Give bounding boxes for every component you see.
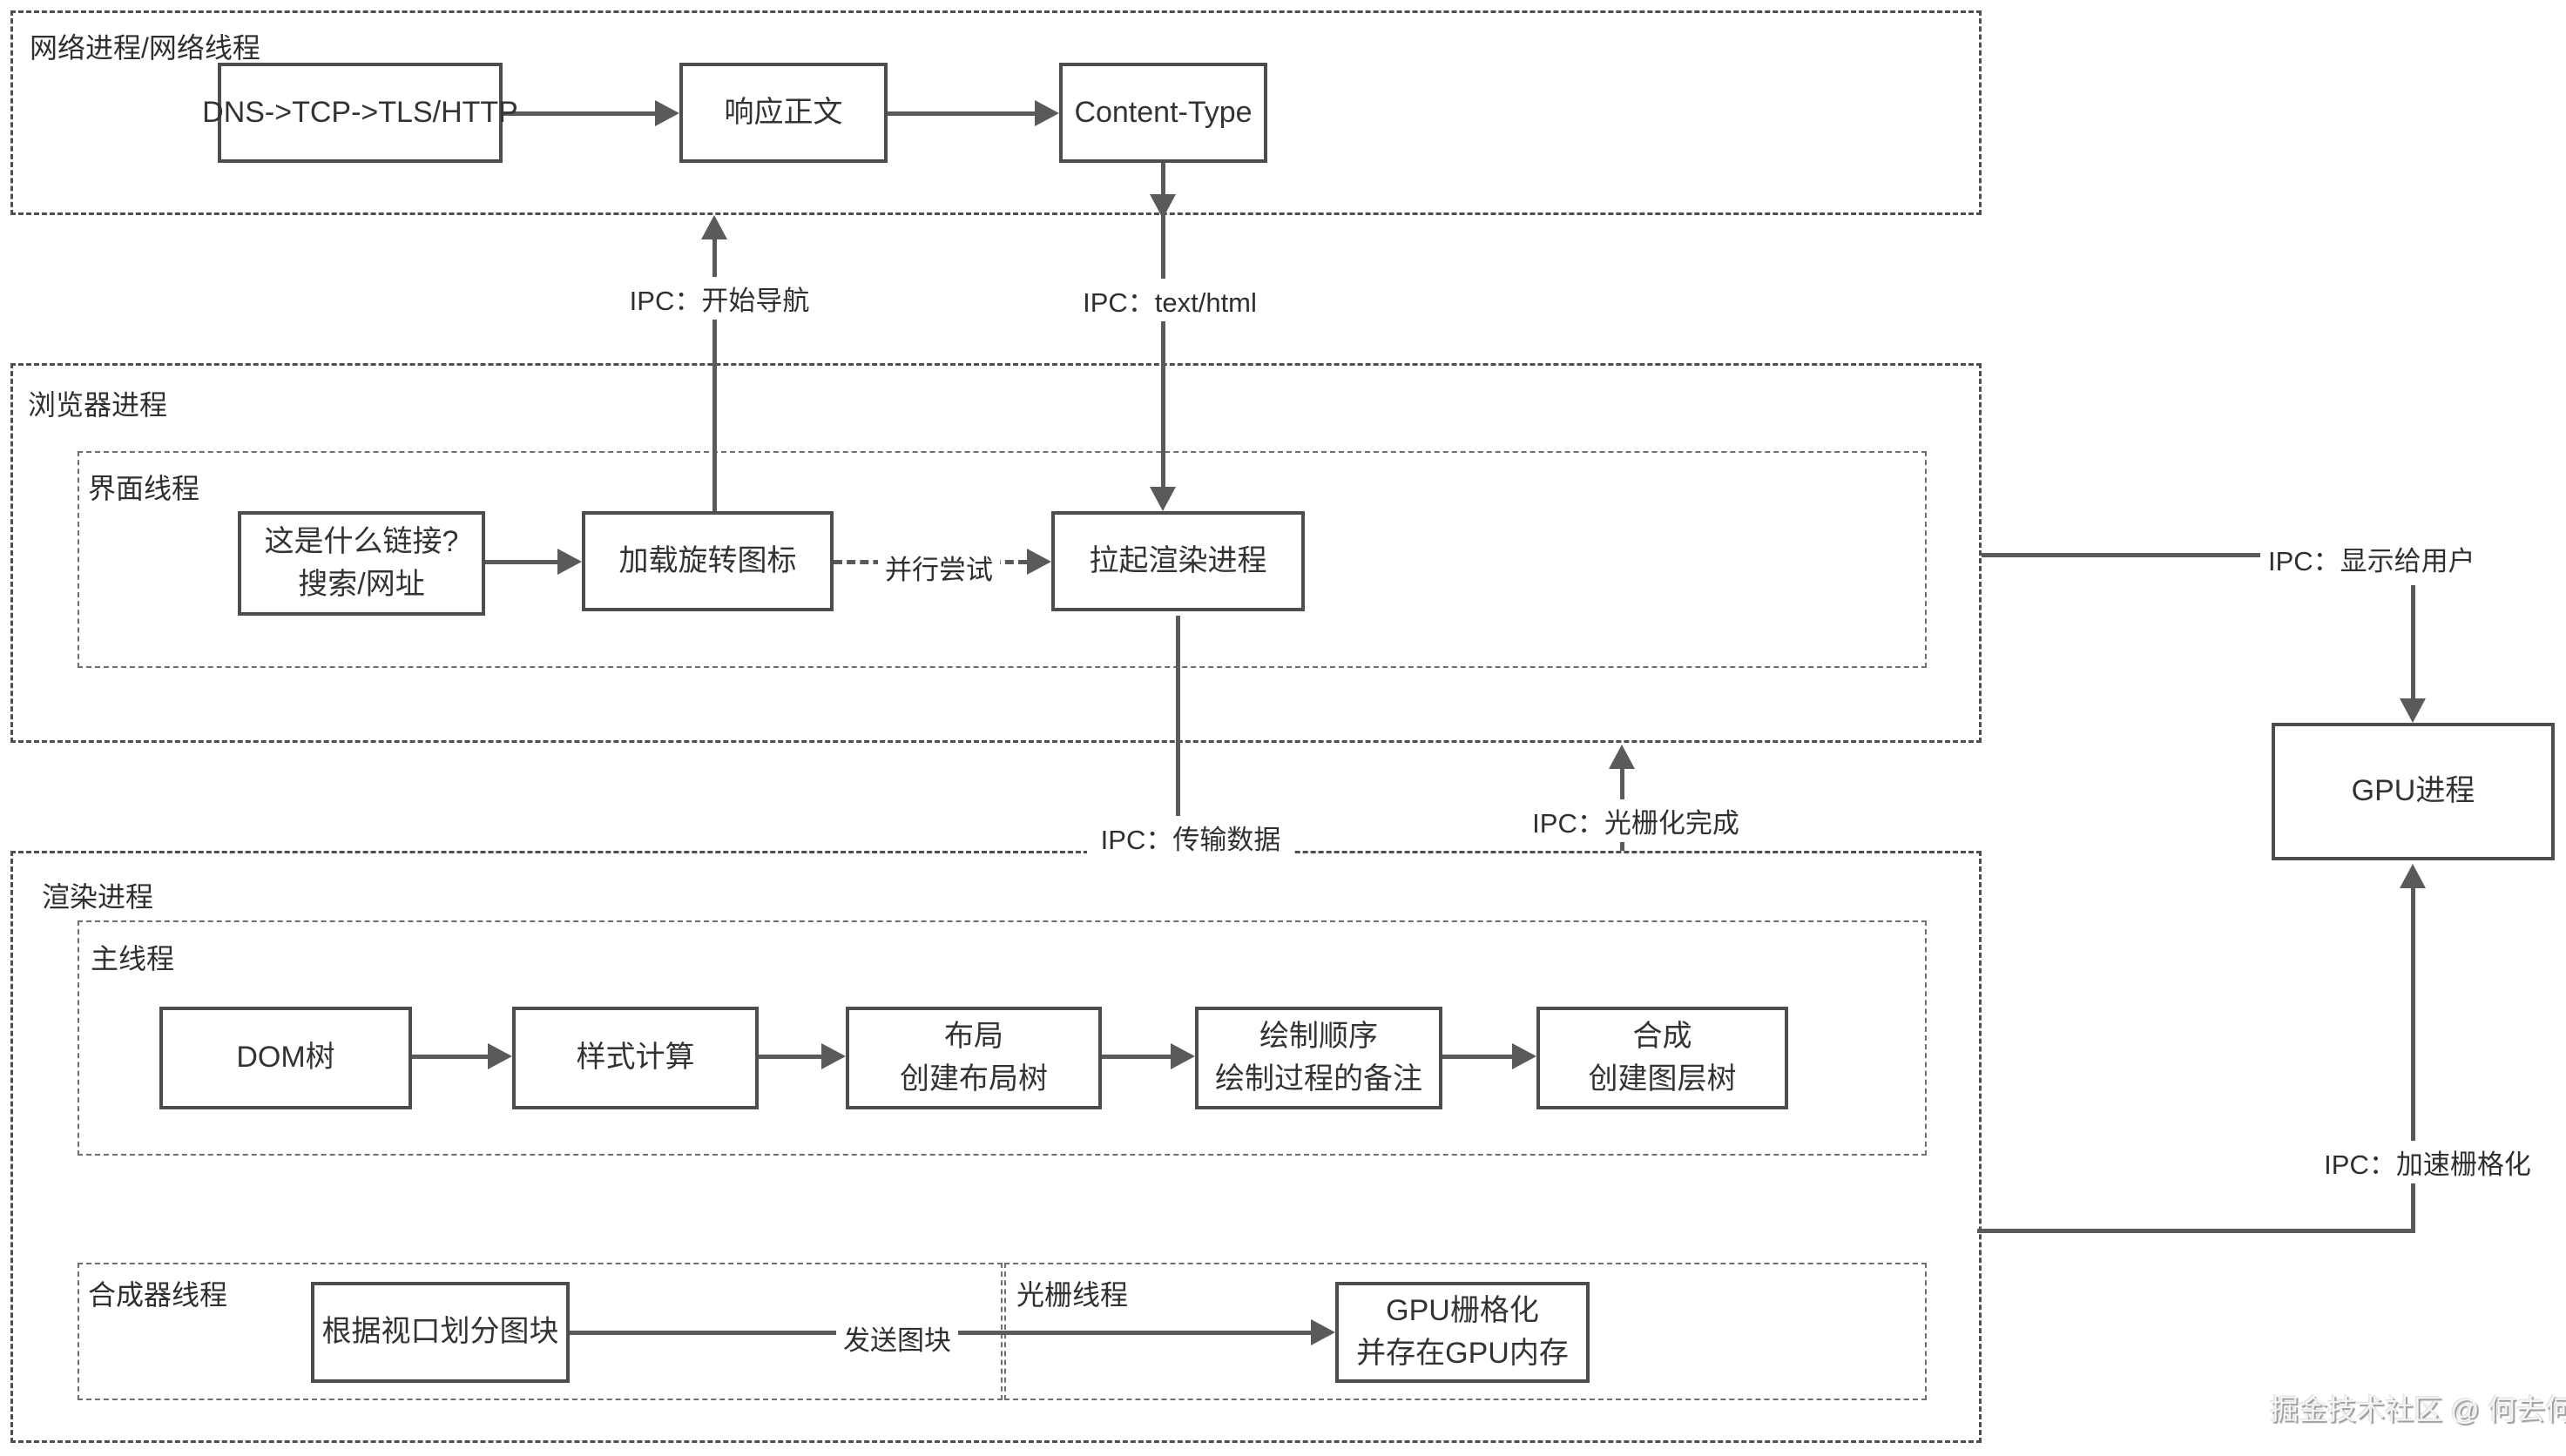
paint-order-line2: 绘制过程的备注 (1215, 1062, 1422, 1095)
arrow-dom-to-style-line (412, 1055, 491, 1059)
arrow-parallel-try-head (1027, 549, 1051, 575)
watermark-text: 掘金技术社区 @ 何去何从 (2270, 1393, 2566, 1426)
layout-box: 布局 创建布局树 (846, 1007, 1102, 1109)
spinner-box: 加载旋转图标 (582, 511, 834, 611)
ipc-start-nav-head (701, 215, 727, 239)
arrow-layout-to-paint-line (1102, 1055, 1174, 1059)
ipc-display-line-v (2411, 585, 2415, 702)
composite-line2: 创建图层树 (1588, 1062, 1737, 1095)
raster-thread-label: 光栅线程 (1016, 1279, 1129, 1311)
response-body-box: 响应正文 (679, 63, 888, 163)
renderer-process-label: 渲染进程 (42, 881, 154, 913)
network-process-section (10, 10, 1982, 215)
ipc-transfer-data-line (1176, 616, 1180, 830)
dns-box: DNS->TCP->TLS/HTTP (202, 63, 518, 163)
content-type-label: Content-Type (1074, 95, 1253, 129)
arrow-send-tiles-head (1311, 1319, 1335, 1345)
ipc-raster-done-head (1609, 745, 1635, 769)
spawn-renderer-label: 拉起渲染进程 (1089, 543, 1267, 577)
ipc-accel-raster-line-v (2411, 885, 2415, 1233)
arrow-dns-to-response-head (655, 100, 679, 126)
ipc-text-html-head-border (1150, 194, 1176, 219)
ipc-raster-done-label: IPC：光栅化完成 (1524, 799, 1747, 842)
ipc-text-html-line (1161, 163, 1165, 490)
renderer-process-section (10, 851, 1982, 1443)
ipc-text-html-head-box (1150, 487, 1176, 511)
paint-order-box: 绘制顺序 绘制过程的备注 (1195, 1007, 1442, 1109)
gpu-raster-line1: GPU栅格化 (1386, 1293, 1539, 1327)
ipc-start-nav-label: IPC：开始导航 (614, 277, 825, 320)
arrow-style-to-layout-line (759, 1055, 825, 1059)
arrow-paint-to-composite-head (1512, 1043, 1536, 1069)
gpu-raster-box: GPU栅格化 并存在GPU内存 (1335, 1282, 1590, 1383)
spawn-renderer-box: 拉起渲染进程 (1051, 511, 1305, 611)
layout-line2: 创建布局树 (900, 1062, 1048, 1095)
paint-order-line1: 绘制顺序 (1259, 1019, 1378, 1053)
arrow-response-to-contenttype-line (888, 111, 1037, 116)
gpu-raster-line2: 并存在GPU内存 (1356, 1337, 1569, 1370)
parallel-try-label: 并行尝试 (878, 546, 1000, 589)
gpu-process-box: GPU进程 (2272, 723, 2555, 860)
ipc-accel-raster-head (2400, 864, 2426, 888)
arrow-paint-to-composite-line (1442, 1055, 1516, 1059)
composite-line1: 合成 (1632, 1019, 1692, 1053)
main-thread-box (78, 920, 1927, 1156)
ipc-accel-raster-label: IPC：加速栅格化 (2317, 1141, 2538, 1183)
ipc-start-nav-line (712, 236, 717, 511)
ipc-display-label: IPC：显示给用户 (2268, 546, 2475, 576)
arrow-dom-to-style-head (488, 1043, 512, 1069)
ipc-text-html-label: IPC：text/html (1067, 279, 1273, 321)
viewport-tiles-label: 根据视口划分图块 (321, 1315, 559, 1349)
dom-tree-label: DOM树 (236, 1041, 335, 1075)
network-process-label: 网络进程/网络线程 (30, 32, 260, 64)
composite-box: 合成 创建图层树 (1536, 1007, 1788, 1109)
content-type-box: Content-Type (1059, 63, 1267, 163)
dns-label: DNS->TCP->TLS/HTTP (202, 95, 518, 129)
send-tiles-label: 发送图块 (836, 1317, 958, 1359)
arrow-dns-to-response-line (503, 111, 657, 116)
dom-tree-box: DOM树 (159, 1007, 412, 1109)
arrow-layout-to-paint-head (1171, 1043, 1195, 1069)
arrow-link-to-spinner-head (557, 549, 582, 575)
spinner-label: 加载旋转图标 (618, 543, 797, 577)
response-body-label: 响应正文 (724, 95, 843, 129)
arrow-style-to-layout-head (821, 1043, 846, 1069)
style-calc-label: 样式计算 (576, 1041, 695, 1075)
layout-line1: 布局 (944, 1019, 1003, 1053)
ipc-transfer-data-label: IPC：传输数据 (1087, 816, 1294, 859)
arrow-link-to-spinner-line (485, 560, 559, 564)
viewport-tiles-box: 根据视口划分图块 (311, 1282, 570, 1383)
main-thread-label: 主线程 (91, 943, 175, 974)
what-link-box: 这是什么链接? 搜索/网址 (238, 511, 485, 616)
ipc-display-line-h (1982, 553, 2260, 557)
compositor-thread-label: 合成器线程 (88, 1279, 228, 1311)
ipc-accel-raster-line-h (1977, 1229, 2415, 1233)
what-link-line1: 这是什么链接? (264, 524, 459, 558)
ipc-display-head (2400, 698, 2426, 723)
ui-thread-box (78, 451, 1927, 668)
what-link-line2: 搜索/网址 (298, 568, 425, 601)
gpu-process-label: GPU进程 (2351, 774, 2475, 808)
browser-process-section (10, 363, 1982, 743)
arrow-response-to-contenttype-head (1035, 100, 1059, 126)
style-calc-box: 样式计算 (512, 1007, 759, 1109)
browser-process-label: 浏览器进程 (28, 389, 168, 421)
ui-thread-label: 界面线程 (88, 473, 200, 504)
